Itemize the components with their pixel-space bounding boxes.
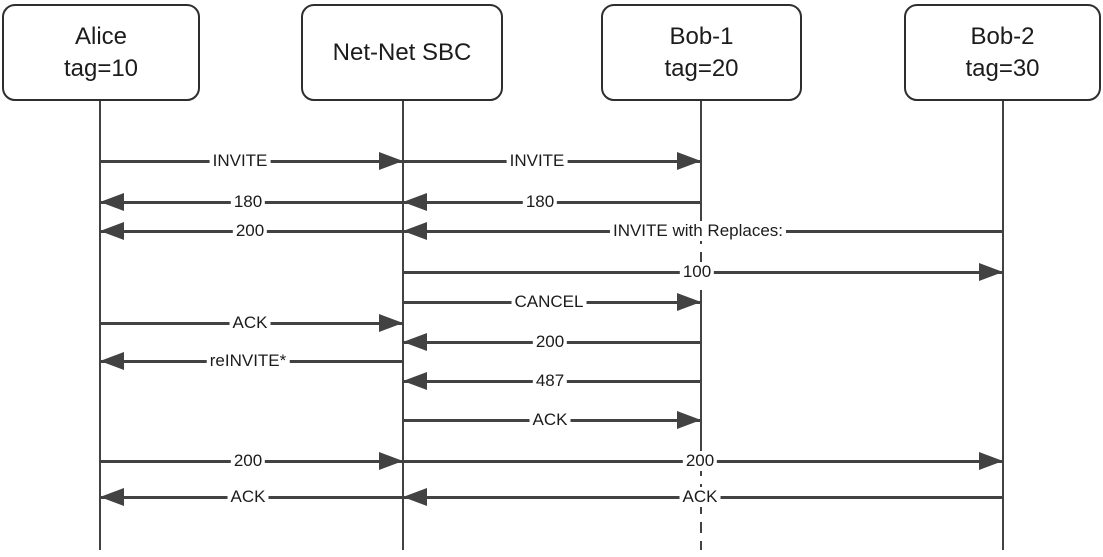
arrowhead-icon xyxy=(403,222,427,240)
actor-label: Bob-2 xyxy=(970,22,1035,50)
message-label: 100 xyxy=(679,262,715,282)
actor-label: tag=20 xyxy=(664,54,739,82)
arrowhead-icon xyxy=(677,152,701,170)
message-label: 200 xyxy=(532,332,568,352)
message-label: ACK xyxy=(679,487,721,507)
message-label: reINVITE* xyxy=(206,351,290,371)
arrowhead-icon xyxy=(403,333,427,351)
actor-label: tag=10 xyxy=(63,54,139,82)
lifeline-bob-2 xyxy=(1001,101,1005,550)
lifeline-bob-1 xyxy=(699,214,703,294)
actor-label: Net-Net SBC xyxy=(332,38,472,66)
arrowhead-icon xyxy=(979,452,1003,470)
arrowhead-icon xyxy=(100,488,124,506)
message-label: 180 xyxy=(522,192,558,212)
message-label: ACK xyxy=(229,313,271,333)
message-label: 200 xyxy=(230,451,266,471)
message-label: INVITE xyxy=(506,151,568,171)
actor-box-bob-2: Bob-2 tag=30 xyxy=(904,4,1101,101)
lifeline-alice xyxy=(98,101,102,550)
actor-label: Bob-1 xyxy=(669,22,734,50)
arrowhead-icon xyxy=(379,452,403,470)
message-label: INVITE xyxy=(209,151,271,171)
message-label: ACK xyxy=(529,410,571,430)
actor-box-net-net-sbc: Net-Net SBC xyxy=(301,4,503,101)
arrowhead-icon xyxy=(100,352,124,370)
message-label: INVITE with Replaces: xyxy=(609,221,787,241)
arrowhead-icon xyxy=(379,152,403,170)
message-label: CANCEL xyxy=(511,292,587,312)
arrowhead-icon xyxy=(100,222,124,240)
arrowhead-icon xyxy=(403,372,427,390)
arrowhead-icon xyxy=(100,193,124,211)
arrowhead-icon xyxy=(979,263,1003,281)
message-label: 200 xyxy=(232,221,268,241)
arrowhead-icon xyxy=(677,293,701,311)
actor-box-alice: Alice tag=10 xyxy=(2,4,200,101)
actor-label: tag=30 xyxy=(965,54,1040,82)
lifeline-bob-1 xyxy=(699,101,703,214)
arrowhead-icon xyxy=(403,193,427,211)
arrowhead-icon xyxy=(403,488,427,506)
actor-box-bob-1: Bob-1 tag=20 xyxy=(601,4,802,101)
arrowhead-icon xyxy=(677,411,701,429)
message-label: 180 xyxy=(230,192,266,212)
message-label: ACK xyxy=(227,487,269,507)
lifeline-bob-1 xyxy=(699,294,703,446)
actor-label: Alice xyxy=(74,22,128,50)
lifeline-net-net-sbc xyxy=(401,101,405,550)
arrowhead-icon xyxy=(379,314,403,332)
message-label: 200 xyxy=(682,451,718,471)
message-label: 487 xyxy=(532,371,568,391)
